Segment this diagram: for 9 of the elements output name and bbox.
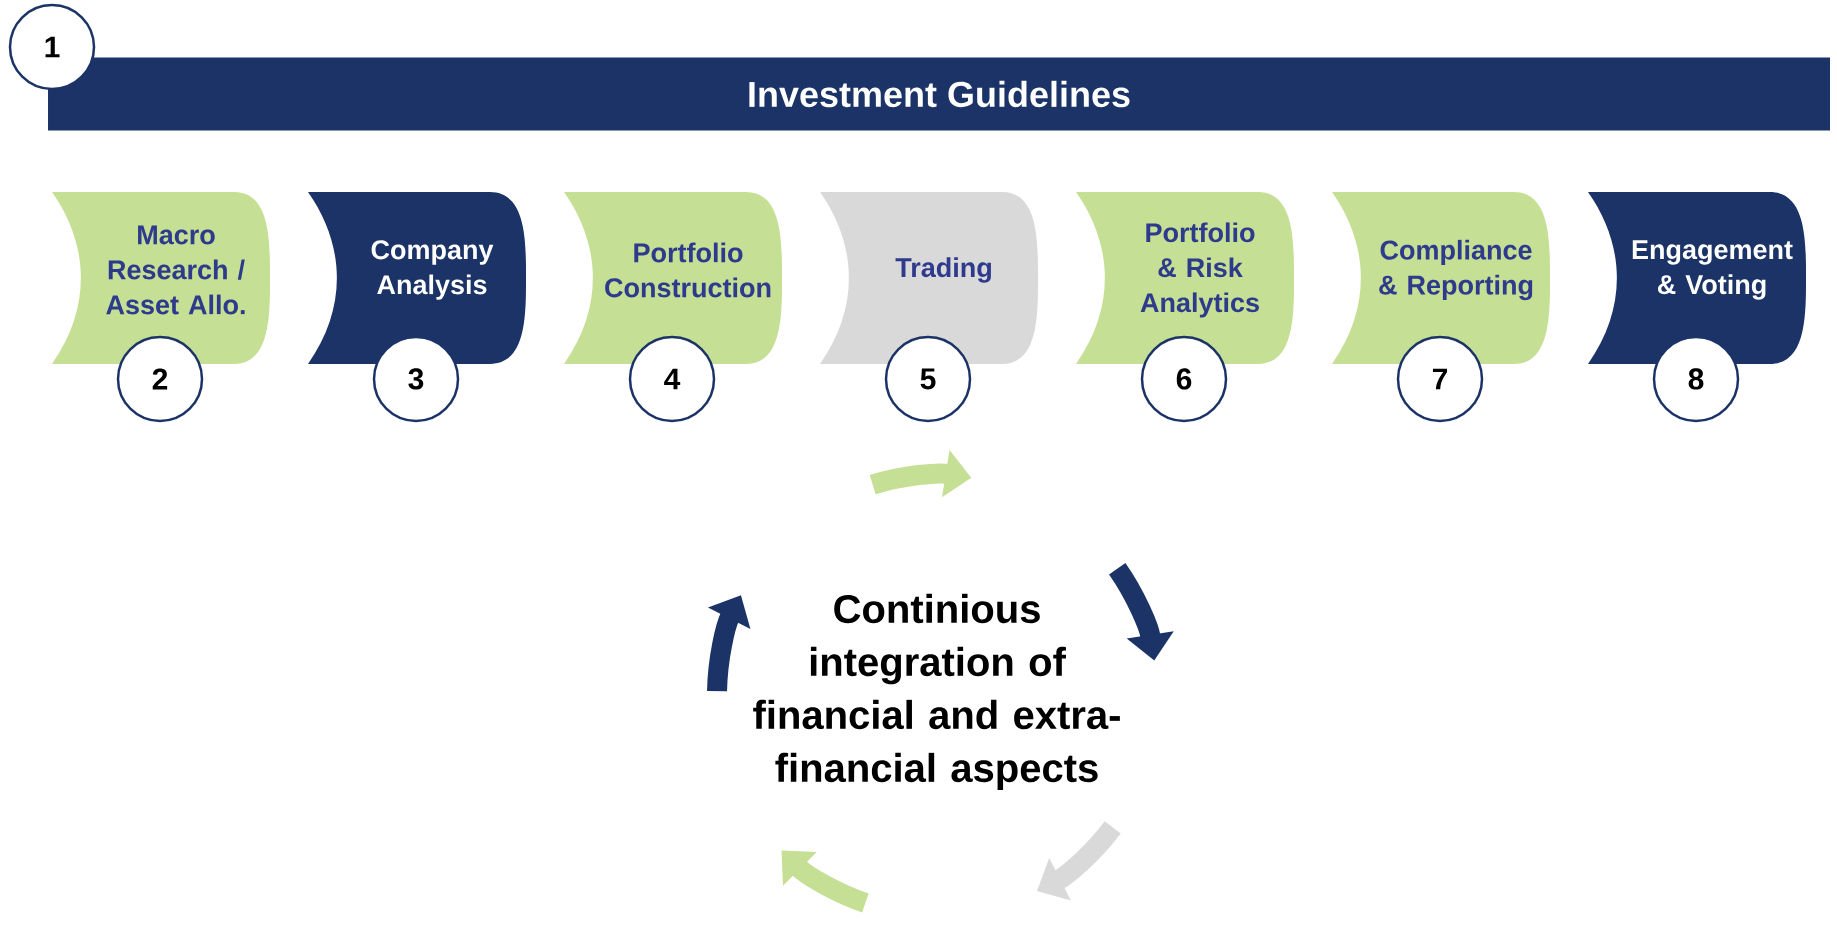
process-tab: Trading xyxy=(820,192,1038,364)
process-tab: Portfolio & Risk Analytics xyxy=(1076,192,1294,364)
center-text: Continious integration of financial and extra-financial aspects xyxy=(753,593,1120,791)
process-tab: Compliance & Reporting xyxy=(1332,192,1550,364)
process-tab: Engagement & Voting xyxy=(1588,192,1806,364)
process-tab: Portfolio Construction xyxy=(564,192,782,364)
title-banner: Investment Guidelines xyxy=(48,57,1830,131)
process-tab: Company Analysis xyxy=(308,192,526,364)
process-tab: Macro Research / Asset Allo. xyxy=(52,192,270,364)
